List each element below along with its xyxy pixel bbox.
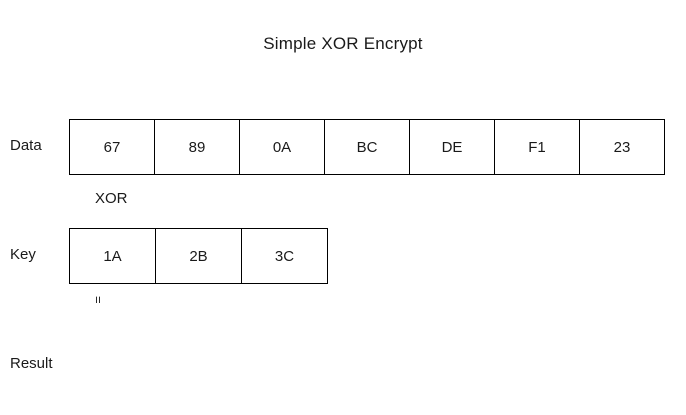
data-byte-cell: 67 <box>70 120 155 175</box>
key-row-label: Key <box>10 246 36 263</box>
data-byte-cell: F1 <box>495 120 580 175</box>
data-byte-cell: 0A <box>240 120 325 175</box>
xor-operator-label: XOR <box>95 190 128 207</box>
data-byte-cell: 89 <box>155 120 240 175</box>
data-byte-cell: 23 <box>580 120 665 175</box>
result-row-label: Result <box>10 355 53 372</box>
key-byte-cell: 1A <box>70 229 156 284</box>
data-byte-cell: BC <box>325 120 410 175</box>
equals-operator-label: = <box>91 296 106 304</box>
data-byte-cell: DE <box>410 120 495 175</box>
data-byte-row: 67 89 0A BC DE F1 23 <box>69 119 665 175</box>
key-byte-cell: 3C <box>242 229 328 284</box>
data-row-label: Data <box>10 137 42 154</box>
key-byte-cell: 2B <box>156 229 242 284</box>
page-title: Simple XOR Encrypt <box>263 34 423 53</box>
key-byte-row: 1A 2B 3C <box>69 228 328 284</box>
